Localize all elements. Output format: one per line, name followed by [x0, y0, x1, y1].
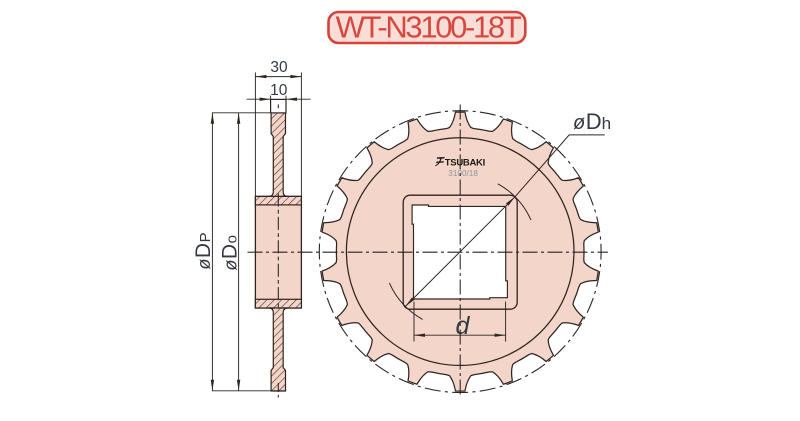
svg-text:d: d: [456, 312, 471, 340]
svg-text:øDo: øDo: [219, 235, 242, 271]
svg-text:øDh: øDh: [573, 109, 611, 134]
svg-text:TSUBAKI: TSUBAKI: [445, 158, 485, 169]
svg-text:WT-N3100-18T: WT-N3100-18T: [336, 10, 522, 45]
svg-text:10: 10: [270, 82, 288, 99]
svg-text:30: 30: [270, 59, 288, 76]
svg-text:3100/18: 3100/18: [448, 169, 478, 178]
svg-text:øDP: øDP: [192, 232, 215, 270]
